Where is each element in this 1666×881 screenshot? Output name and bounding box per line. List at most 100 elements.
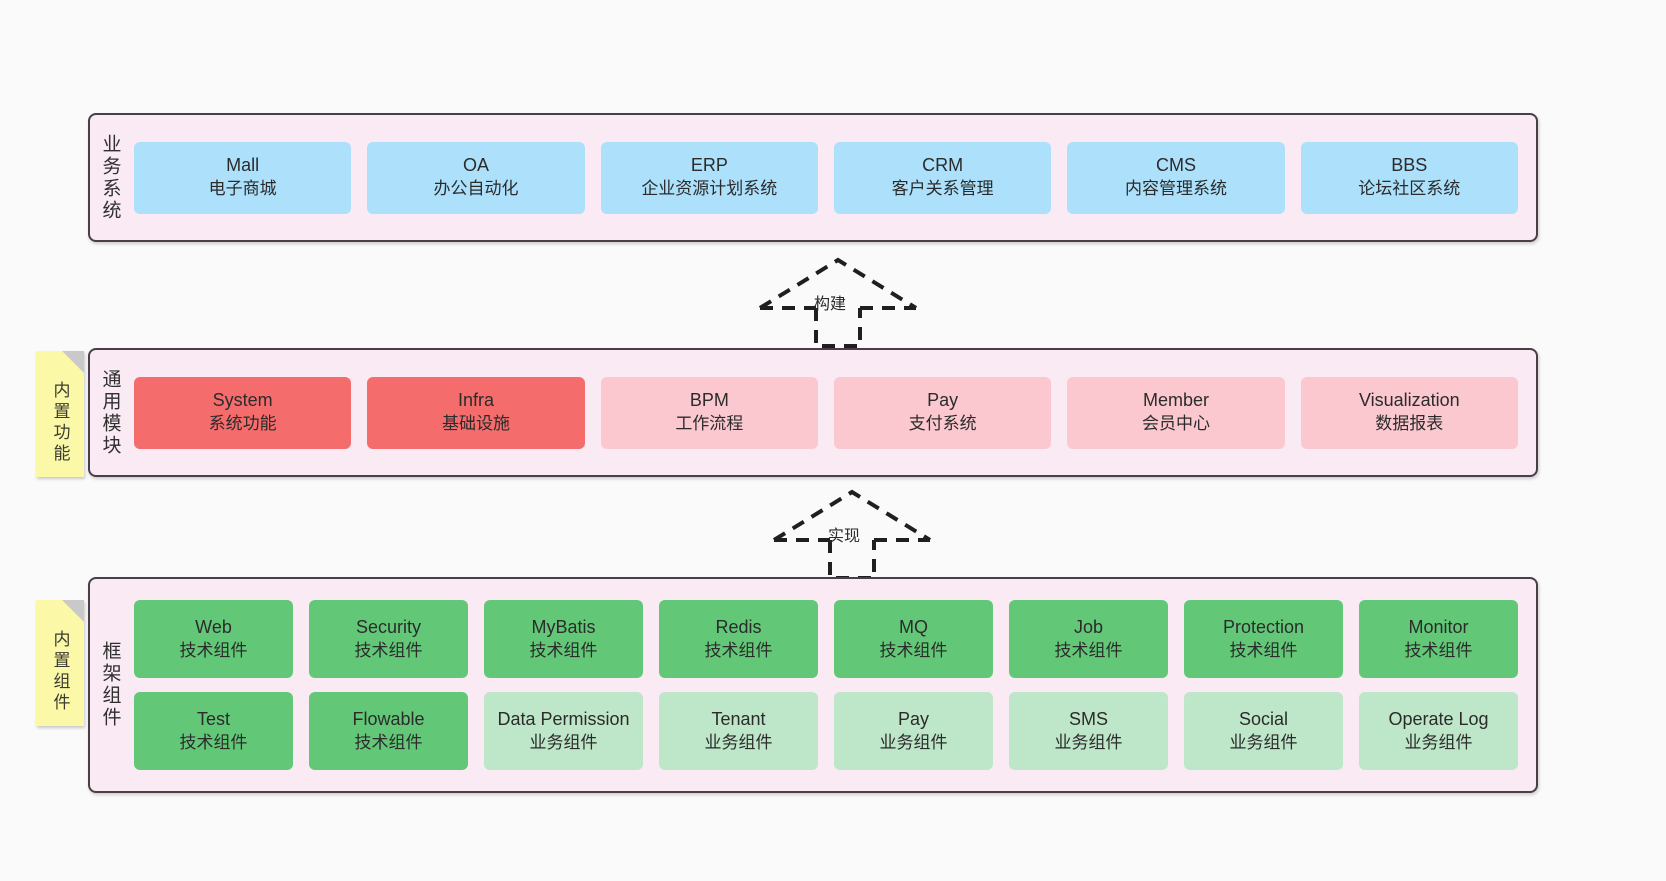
- business-card-bbs[interactable]: BBS 论坛社区系统: [1300, 141, 1518, 214]
- card-title-cn: 业务组件: [529, 732, 598, 752]
- card-title-cn: 技术组件: [879, 640, 948, 660]
- card-title-en: OA: [462, 155, 489, 176]
- business-card-oa[interactable]: OA 办公自动化: [367, 141, 585, 214]
- framework-tech-card-redis[interactable]: Redis 技术组件: [659, 600, 818, 678]
- card-title-cn: 业务组件: [1404, 732, 1473, 752]
- card-title-en: Pay: [897, 708, 930, 729]
- card-title-en: BPM: [689, 390, 729, 411]
- card-title-cn: 技术组件: [179, 732, 248, 752]
- framework-tech-card-security[interactable]: Security 技术组件: [309, 600, 468, 678]
- card-title-cn: 技术组件: [1229, 640, 1298, 660]
- card-row-modules: System 系统功能 Infra 基础设施 BPM 工作流程 Pay 支付系统 Member 会…: [134, 376, 1518, 449]
- card-title-cn: 技术组件: [1054, 640, 1123, 660]
- card-title-en: Mall: [226, 155, 260, 176]
- card-title-cn: 数据报表: [1375, 414, 1444, 434]
- card-title-cn: 业务组件: [1229, 732, 1298, 752]
- module-card-bpm[interactable]: BPM 工作流程: [600, 376, 818, 449]
- card-title-en: Redis: [715, 616, 762, 637]
- module-card-infra[interactable]: Infra 基础设施: [367, 376, 585, 449]
- card-title-cn: 客户关系管理: [891, 179, 994, 199]
- card-title-en: MQ: [899, 616, 928, 637]
- card-title-en: Security: [355, 616, 422, 637]
- card-title-en: CRM: [922, 155, 964, 176]
- card-title-en: Social: [1238, 708, 1289, 729]
- card-title-en: Monitor: [1408, 616, 1469, 637]
- layer-title-business: 业务系统: [99, 133, 121, 222]
- layer-common-modules: 通用模块 System 系统功能 Infra 基础设施 BPM 工作流程 Pay 支付系统 Me…: [88, 348, 1538, 477]
- card-title-en: Job: [1073, 616, 1104, 637]
- framework-tech-card-mybatis[interactable]: MyBatis 技术组件: [484, 600, 643, 678]
- arrow-implement-glyph: [772, 489, 932, 580]
- business-card-erp[interactable]: ERP 企业资源计划系统: [600, 141, 818, 214]
- card-title-cn: 技术组件: [354, 640, 423, 660]
- card-title-en: Visualization: [1358, 390, 1460, 411]
- sticky-note-builtin-component: 内置组件: [36, 600, 84, 726]
- module-card-member[interactable]: Member 会员中心: [1067, 376, 1285, 449]
- card-title-cn: 会员中心: [1141, 414, 1210, 434]
- arrow-implement: 实现: [766, 484, 938, 580]
- framework-tech-card-job[interactable]: Job 技术组件: [1009, 600, 1168, 678]
- card-title-cn: 技术组件: [1404, 640, 1473, 660]
- card-title-cn: 业务组件: [1054, 732, 1123, 752]
- card-title-en: Pay: [927, 390, 959, 411]
- card-title-en: Web: [195, 616, 232, 637]
- framework-business-card-test[interactable]: Test 技术组件: [134, 692, 293, 770]
- card-title-cn: 基础设施: [441, 414, 510, 434]
- card-title-cn: 内容管理系统: [1124, 179, 1227, 199]
- card-title-en: ERP: [690, 155, 728, 176]
- module-card-system[interactable]: System 系统功能: [134, 376, 352, 449]
- card-title-cn: 技术组件: [529, 640, 598, 660]
- card-title-cn: 办公自动化: [433, 179, 519, 199]
- module-card-pay[interactable]: Pay 支付系统: [833, 376, 1052, 449]
- framework-tech-card-mq[interactable]: MQ 技术组件: [834, 600, 993, 678]
- framework-business-card-sms[interactable]: SMS 业务组件: [1009, 692, 1168, 770]
- card-title-cn: 企业资源计划系统: [641, 179, 778, 199]
- arrow-build-label: 构建: [814, 296, 847, 313]
- card-title-en: System: [212, 390, 273, 411]
- card-title-en: SMS: [1068, 708, 1108, 729]
- sticky-note-builtin-function: 内置功能: [36, 351, 84, 477]
- card-title-en: MyBatis: [531, 616, 596, 637]
- arrow-build: 构建: [752, 252, 924, 348]
- layer-title-framework: 框架组件: [99, 641, 121, 729]
- card-title-en: Infra: [457, 390, 494, 411]
- card-title-en: Protection: [1222, 616, 1305, 637]
- framework-business-card-data-permission[interactable]: Data Permission 业务组件: [484, 692, 643, 770]
- card-title-cn: 技术组件: [179, 640, 248, 660]
- card-title-cn: 系统功能: [208, 414, 277, 434]
- framework-tech-card-protection[interactable]: Protection 技术组件: [1184, 600, 1343, 678]
- card-title-cn: 技术组件: [354, 732, 423, 752]
- module-card-visualization[interactable]: Visualization 数据报表: [1300, 376, 1518, 449]
- card-title-en: Operate Log: [1388, 708, 1489, 729]
- arrow-build-glyph: [758, 257, 918, 348]
- card-title-en: Test: [196, 708, 230, 729]
- card-title-en: Tenant: [711, 708, 766, 729]
- card-title-cn: 技术组件: [704, 640, 773, 660]
- layer-title-modules: 通用模块: [99, 368, 121, 457]
- card-title-en: Member: [1142, 390, 1209, 411]
- card-title-cn: 论坛社区系统: [1358, 179, 1461, 199]
- framework-business-card-social[interactable]: Social 业务组件: [1184, 692, 1343, 770]
- business-card-crm[interactable]: CRM 客户关系管理: [833, 141, 1052, 214]
- card-title-cn: 业务组件: [879, 732, 948, 752]
- card-title-cn: 支付系统: [908, 414, 977, 434]
- framework-business-card-operate-log[interactable]: Operate Log 业务组件: [1359, 692, 1518, 770]
- framework-tech-card-monitor[interactable]: Monitor 技术组件: [1359, 600, 1518, 678]
- card-title-cn: 工作流程: [675, 414, 744, 434]
- card-title-en: CMS: [1155, 155, 1196, 176]
- framework-tech-card-web[interactable]: Web 技术组件: [134, 600, 293, 678]
- card-title-en: BBS: [1391, 155, 1428, 176]
- business-card-cms[interactable]: CMS 内容管理系统: [1067, 141, 1285, 214]
- layer-body-modules: System 系统功能 Infra 基础设施 BPM 工作流程 Pay 支付系统 Member 会…: [130, 350, 1536, 475]
- card-title-en: Data Permission: [497, 708, 630, 729]
- framework-business-card-pay[interactable]: Pay 业务组件: [834, 692, 993, 770]
